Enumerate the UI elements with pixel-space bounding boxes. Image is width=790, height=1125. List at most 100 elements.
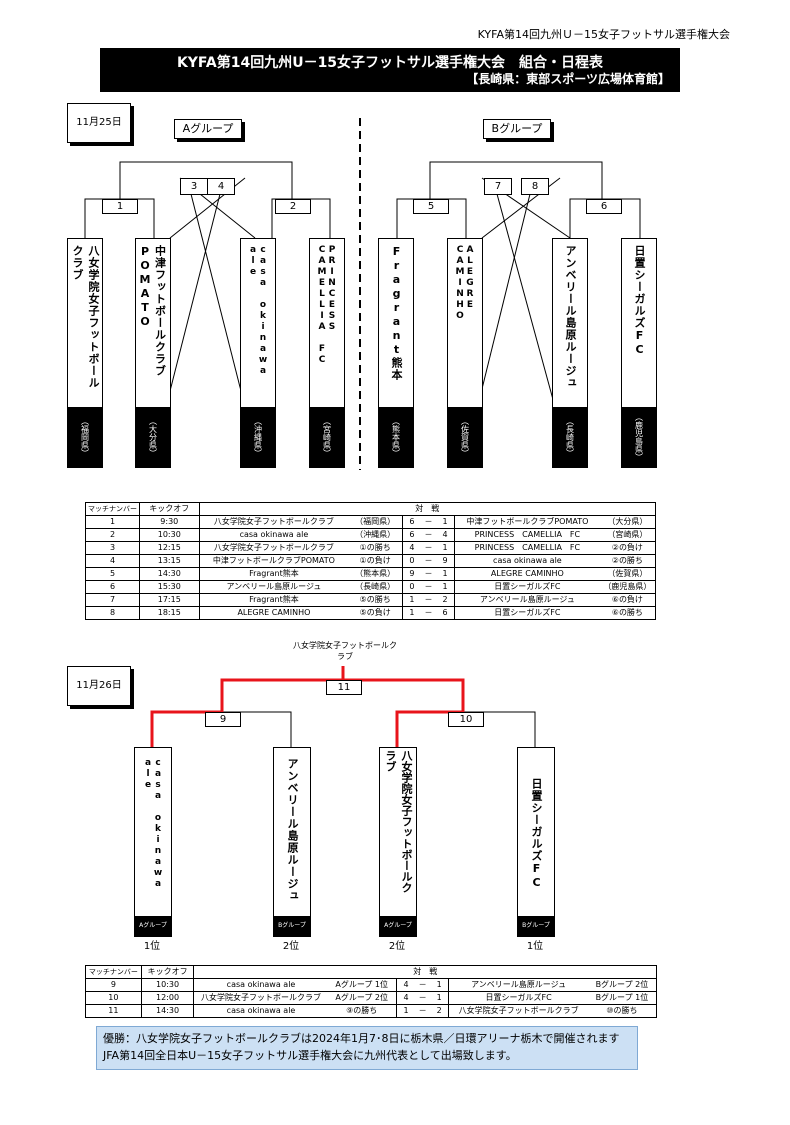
cell-away: 日置シーガルズFC xyxy=(448,991,588,1005)
cell-home: 八女学院女子フットボールクラブ xyxy=(193,991,328,1005)
day1-date: 11月25日 xyxy=(67,103,131,143)
cell-time: 12:00 xyxy=(140,991,195,1005)
team-name: 日置シーガルズFC xyxy=(633,245,646,357)
team-name: ALEGRE CAMINHO xyxy=(455,245,475,322)
column-header: 対 戦 xyxy=(193,965,657,979)
cell-home: casa okinawa ale xyxy=(193,978,328,992)
team-prefecture: （宮崎県） xyxy=(322,417,332,457)
team-card: Fragrant熊本 （熊本県） xyxy=(378,238,414,468)
cell-home-score: 1 xyxy=(395,1004,416,1018)
team-card: 日置シーガルズFC （鹿児島県） xyxy=(621,238,657,468)
cell-sep: － xyxy=(415,991,430,1005)
team-name: casa okinawa ale xyxy=(248,245,268,377)
cell-home-pref: ⑨の勝ち xyxy=(327,1004,397,1018)
match-number: 9 xyxy=(205,712,241,727)
cell-away-pref: Bグループ 2位 xyxy=(587,978,657,992)
team-name: 中津フットボールクラブPOMATO xyxy=(138,245,167,377)
match-number: 11 xyxy=(326,680,362,695)
cell-no: 11 xyxy=(85,1004,142,1018)
cell-away: 八女学院女子フットボールクラブ xyxy=(448,1004,588,1018)
table-row: 9 10:30 casa okinawa ale Aグループ 1位 4 － 1 … xyxy=(85,978,657,992)
team-name: アンベリール島原ルージュ xyxy=(286,758,299,902)
title-line1: KYFA第14回九州U－15女子フットサル選手権大会 組合・日程表 xyxy=(176,55,604,71)
group-b-label: Bグループ xyxy=(483,119,551,139)
cell-away-score: 2 xyxy=(429,1004,450,1018)
cell-away-score: 6 xyxy=(436,606,456,620)
schedule-table-day1: マッチナンバー キックオフ 対 戦 1 9:30 八女学院女子フットボールクラブ… xyxy=(85,502,657,620)
table-row: 3 12:15 八女学院女子フットボールクラブ ①の勝ち 4 － 1 PRINC… xyxy=(85,541,656,555)
team-position: Bグループ xyxy=(274,916,310,936)
team-rank: 1位 xyxy=(143,941,161,952)
match-number: 10 xyxy=(448,712,484,727)
match-number: 7 xyxy=(484,178,512,195)
team-card: PRINCESS CAMELLIA FC （宮崎県） xyxy=(309,238,345,468)
title-venue: 【長崎県：東部スポーツ広場体育館】 xyxy=(466,72,670,86)
team-position: Bグループ xyxy=(518,916,554,936)
cell-away-score: 1 xyxy=(429,991,450,1005)
cell-away: 日置シーガルズFC xyxy=(454,606,600,620)
cell-no: 8 xyxy=(85,606,140,620)
header-tournament-name: KYFA第14回九州Ｕ－15女子フットサル選手権大会 xyxy=(477,28,730,41)
title-banner: KYFA第14回九州U－15女子フットサル選手権大会 組合・日程表 【長崎県：東… xyxy=(100,48,680,92)
column-header: キックオフ xyxy=(140,965,195,979)
cell-home-score: 1 xyxy=(401,606,421,620)
cell-sep: － xyxy=(415,1004,430,1018)
cell-home: casa okinawa ale xyxy=(193,1004,328,1018)
cell-home-pref: Aグループ 2位 xyxy=(327,991,397,1005)
cell-away-score: 1 xyxy=(429,978,450,992)
team-prefecture: （福岡県） xyxy=(80,417,90,457)
team-name: Fragrant熊本 xyxy=(390,245,403,381)
team-prefecture: （鹿児島県） xyxy=(634,413,644,461)
match-number: 5 xyxy=(413,199,449,214)
note-line1: 優勝：八女学院女子フットボールクラブは2024年1月7･8日に栃木県／日環アリー… xyxy=(103,1032,620,1045)
match-number: 1 xyxy=(102,199,138,214)
cell-home-score: 4 xyxy=(395,991,416,1005)
group-a-label: Aグループ xyxy=(174,119,242,139)
team-prefecture: （長崎県） xyxy=(565,417,575,457)
table-row: 1 9:30 八女学院女子フットボールクラブ （福岡県） 6 － 1 中津フット… xyxy=(85,515,656,529)
team-prefecture: （大分県） xyxy=(148,417,158,457)
match-number: 8 xyxy=(521,178,549,195)
team-name: casa okinawa ale xyxy=(143,758,163,890)
team-prefecture: （熊本県） xyxy=(391,417,401,457)
team-name: 八女学院女子フットボールクラブ xyxy=(384,750,413,893)
team-rank: 1位 xyxy=(526,941,544,952)
team-position: Aグループ xyxy=(380,916,416,936)
team-card: 中津フットボールクラブPOMATO （大分県） xyxy=(135,238,171,468)
team-card: casa okinawa ale （沖縄県） xyxy=(240,238,276,468)
schedule-table-day2: マッチナンバー キックオフ 対 戦 9 10:30 casa okinawa a… xyxy=(85,965,657,1018)
table-row: 7 17:15 Fragrant熊本 ⑤の勝ち 1 － 2 アンベリール島原ルー… xyxy=(85,593,656,607)
team-card: アンベリール島原ルージュ Bグループ xyxy=(273,747,311,937)
team-position: Aグループ xyxy=(135,916,171,936)
match-number: 6 xyxy=(586,199,622,214)
team-name: PRINCESS CAMELLIA FC xyxy=(317,245,337,366)
team-name: 八女学院女子フットボールクラブ xyxy=(71,245,100,389)
match-number: 2 xyxy=(275,199,311,214)
team-prefecture: （佐賀県） xyxy=(460,417,470,457)
table-row: 10 12:00 八女学院女子フットボールクラブ Aグループ 2位 4 － 1 … xyxy=(85,991,657,1005)
champion-label: 八女学院女子フットボールクラブ xyxy=(293,641,397,661)
table-row: 2 10:30 casa okinawa ale （沖縄県） 6 － 4 PRI… xyxy=(85,528,656,542)
cell-time: 14:30 xyxy=(140,1004,195,1018)
cell-sep: － xyxy=(420,606,437,620)
cell-home-pref: Aグループ 1位 xyxy=(327,978,397,992)
cell-home-score: 4 xyxy=(395,978,416,992)
cell-away-pref: ⑥の勝ち xyxy=(599,606,656,620)
team-rank: 2位 xyxy=(388,941,406,952)
cell-sep: － xyxy=(415,978,430,992)
cell-home: ALEGRE CAMINHO xyxy=(198,606,349,620)
cell-away: アンベリール島原ルージュ xyxy=(448,978,588,992)
team-name: アンベリール島原ルージュ xyxy=(564,245,577,389)
cell-no: 10 xyxy=(85,991,142,1005)
team-rank: 2位 xyxy=(282,941,300,952)
table-row: 4 13:15 中津フットボールクラブPOMATO ①の負け 0 － 9 cas… xyxy=(85,554,656,568)
table-row: 8 18:15 ALEGRE CAMINHO ⑤の負け 1 － 6 日置シーガル… xyxy=(85,606,656,620)
cell-away-pref: Bグループ 1位 xyxy=(587,991,657,1005)
cell-time: 10:30 xyxy=(140,978,195,992)
cell-no: 9 xyxy=(85,978,142,992)
team-card: 日置シーガルズFC Bグループ xyxy=(517,747,555,937)
team-name: 日置シーガルズFC xyxy=(530,778,543,890)
day2-date: 11月26日 xyxy=(67,666,131,706)
team-card: casa okinawa ale Aグループ xyxy=(134,747,172,937)
